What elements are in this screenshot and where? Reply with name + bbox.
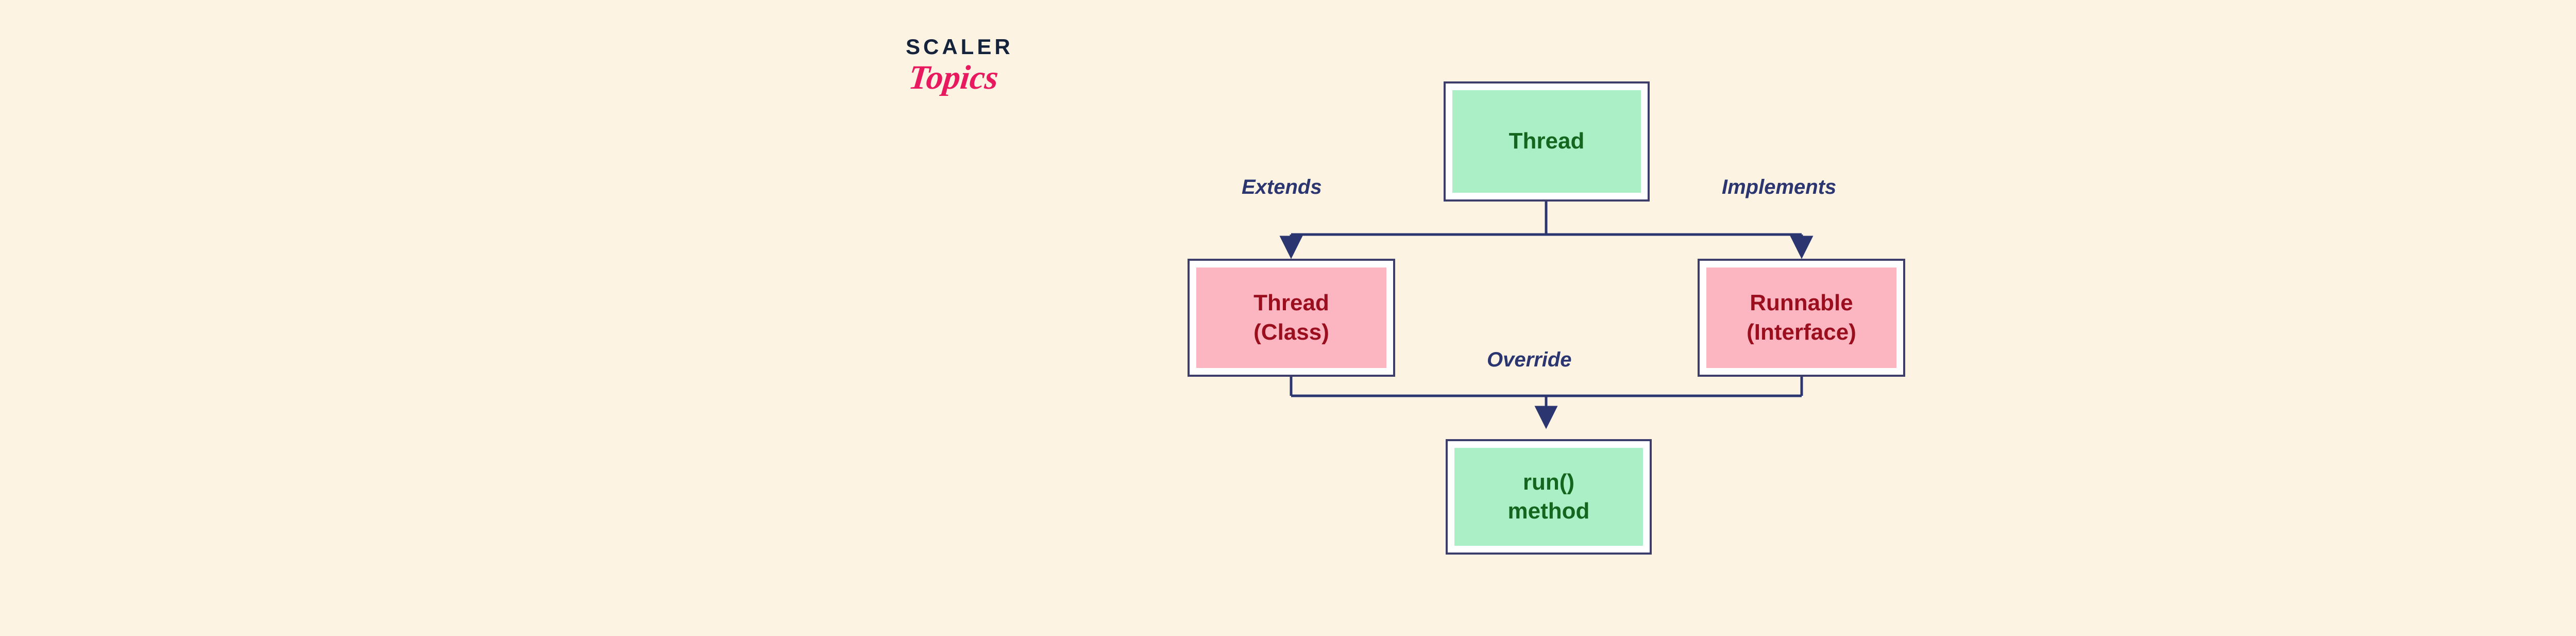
node-run-method-line-1: run() <box>1522 469 1575 495</box>
edge-label-override: Override <box>1487 348 1572 371</box>
logo-script: Topics <box>907 59 1001 96</box>
node-thread-class-line-1: Thread <box>1253 290 1329 316</box>
node-thread-class-body: Thread (Class) <box>1196 267 1386 368</box>
node-run-method-body: run() method <box>1454 448 1643 546</box>
node-run-method[interactable]: run() method <box>1446 439 1652 555</box>
node-thread-line-1: Thread <box>1509 128 1585 154</box>
edge-extends-implements <box>1279 202 1814 259</box>
edge-label-implements: Implements <box>1722 176 1837 198</box>
edge-label-extends: Extends <box>1242 176 1322 198</box>
logo-wordmark: SCALER <box>906 35 1013 59</box>
node-thread-class[interactable]: Thread (Class) <box>1188 259 1395 377</box>
node-run-method-line-2: method <box>1507 498 1590 524</box>
node-runnable-interface[interactable]: Runnable (Interface) <box>1698 259 1905 377</box>
node-thread-class-line-2: (Class) <box>1253 319 1329 345</box>
node-runnable-body: Runnable (Interface) <box>1706 267 1896 368</box>
node-thread-body: Thread <box>1452 90 1641 193</box>
scaler-topics-logo: SCALER Topics <box>906 36 1071 113</box>
node-runnable-line-1: Runnable <box>1750 290 1853 316</box>
node-runnable-line-2: (Interface) <box>1747 319 1856 345</box>
node-thread[interactable]: Thread <box>1444 81 1650 202</box>
edge-override <box>1290 377 1803 429</box>
